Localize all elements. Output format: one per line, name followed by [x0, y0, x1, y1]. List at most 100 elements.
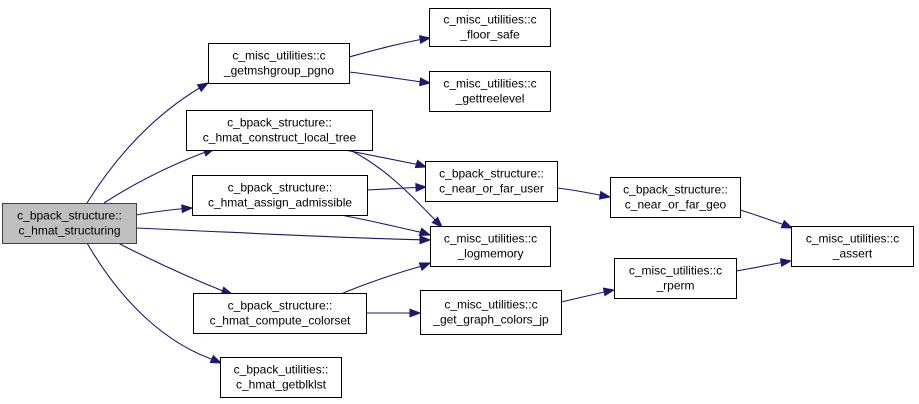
edge-root-to-logm: [135, 227, 432, 245]
node-label-line: _floor_safe: [459, 28, 520, 42]
node-ggc[interactable]: c_misc_utilities::c_get_graph_colors_jp: [420, 290, 562, 335]
arrowhead-icon: [414, 159, 428, 169]
node-label-line: c_bpack_utilities::: [234, 363, 329, 377]
node-label-line: c_bpack_structure::: [439, 167, 544, 181]
node-label-line: c_hmat_assign_admissible: [208, 196, 352, 210]
node-logm[interactable]: c_misc_utilities::c_logmemory: [430, 226, 551, 267]
edge-nfg-to-assert: [739, 209, 794, 229]
arrowhead-icon: [418, 262, 432, 272]
edge-line: [103, 149, 212, 204]
node-label-line: c_bpack_structure::: [17, 209, 122, 223]
node-label-line: _rperm: [655, 279, 694, 293]
edge-haa-to-logm: [339, 214, 432, 237]
edge-root-to-hgb: [86, 242, 223, 364]
edge-line: [342, 263, 430, 294]
edge-nfu-to-nfg: [556, 187, 612, 200]
arrowhead-icon: [419, 77, 432, 87]
node-label-line: _getmshgroup_pgno: [223, 64, 334, 78]
arrowhead-icon: [598, 190, 612, 200]
edge-line: [86, 242, 221, 363]
node-box: [220, 357, 342, 398]
node-box: [193, 293, 367, 334]
node-box: [425, 161, 558, 202]
node-label-line: c_bpack_structure::: [228, 181, 333, 195]
node-box: [192, 175, 368, 216]
arrowhead-icon: [779, 258, 793, 268]
edge-line: [339, 214, 430, 235]
arrowhead-icon: [415, 182, 428, 192]
edge-line: [348, 71, 430, 84]
edge-line: [117, 242, 229, 294]
node-box: [429, 71, 551, 112]
node-haa[interactable]: c_bpack_structure::c_hmat_assign_admissi…: [192, 175, 368, 216]
node-rperm[interactable]: c_misc_utilities::c_rperm: [614, 258, 737, 299]
arrowhead-icon: [418, 227, 432, 237]
node-label-line: c_near_or_far_user: [439, 182, 544, 196]
node-label-line: c_bpack_structure::: [623, 183, 728, 197]
node-assert[interactable]: c_misc_utilities::c_assert: [791, 226, 914, 267]
edge-hcc-to-ggc: [366, 308, 422, 318]
node-label-line: c_hmat_getblklst: [236, 378, 327, 392]
node-label-line: c_misc_utilities::c: [443, 77, 536, 91]
node-label-line: _gettreelevel: [455, 92, 525, 106]
node-label-line: c_misc_utilities::c: [444, 298, 537, 312]
edge-line: [348, 37, 430, 58]
arrowhead-icon: [602, 287, 616, 297]
edge-root-to-gmg: [86, 82, 210, 204]
node-label-line: c_misc_utilities::c: [806, 232, 899, 246]
node-floor[interactable]: c_misc_utilities::c_floor_safe: [429, 8, 551, 47]
node-label-line: _logmemory: [456, 247, 523, 261]
edge-line: [86, 82, 209, 204]
edge-hclt-to-nfu: [344, 149, 428, 169]
arrowhead-icon: [780, 219, 794, 229]
node-box: [2, 203, 137, 244]
node-hgb[interactable]: c_bpack_utilities::c_hmat_getblklst: [220, 357, 342, 398]
node-box: [791, 226, 914, 267]
edge-root-to-haa: [135, 204, 194, 216]
node-label-line: c_misc_utilities::c: [232, 49, 325, 63]
node-gtl[interactable]: c_misc_utilities::c_gettreelevel: [429, 71, 551, 112]
edge-hcc-to-logm: [342, 262, 432, 294]
node-label-line: _assert: [832, 247, 873, 261]
arrowhead-icon: [419, 235, 432, 245]
node-label-line: c_misc_utilities::c: [444, 232, 537, 246]
arrowhead-icon: [418, 35, 432, 45]
node-box: [420, 290, 562, 335]
arrowhead-icon: [181, 204, 194, 214]
edge-root-to-hcc: [117, 242, 234, 295]
edge-ggc-to-rperm: [560, 287, 616, 303]
node-box: [430, 226, 551, 267]
arrowhead-icon: [209, 354, 223, 364]
nodes-layer: c_bpack_structure::c_hmat_structuringc_m…: [2, 8, 914, 398]
edge-gmg-to-floor: [348, 35, 432, 58]
node-gmg[interactable]: c_misc_utilities::c_getmshgroup_pgno: [208, 43, 350, 84]
edge-rperm-to-assert: [735, 258, 793, 272]
edge-gmg-to-gtl: [348, 71, 432, 87]
arrowhead-icon: [196, 82, 210, 93]
node-box: [610, 177, 741, 218]
edge-line: [135, 227, 429, 241]
node-box: [614, 258, 737, 299]
node-label-line: _get_graph_colors_jp: [432, 313, 549, 327]
node-label-line: c_hmat_compute_colorset: [210, 314, 351, 328]
node-label-line: c_hmat_construct_local_tree: [203, 131, 357, 145]
node-box: [429, 8, 551, 47]
edge-line: [349, 149, 441, 226]
node-label-line: c_near_or_far_geo: [625, 198, 727, 212]
edge-line: [344, 149, 426, 167]
node-hclt[interactable]: c_bpack_structure::c_hmat_construct_loca…: [186, 110, 373, 151]
node-box: [186, 110, 373, 151]
node-nfg[interactable]: c_bpack_structure::c_near_or_far_geo: [610, 177, 741, 218]
node-box: [208, 43, 350, 84]
node-label-line: c_misc_utilities::c: [629, 264, 722, 278]
node-hcc[interactable]: c_bpack_structure::c_hmat_compute_colors…: [193, 293, 367, 334]
edge-haa-to-nfu: [366, 182, 428, 192]
arrowhead-icon: [431, 216, 443, 229]
arrowhead-icon: [409, 308, 422, 318]
node-nfu[interactable]: c_bpack_structure::c_near_or_far_user: [425, 161, 558, 202]
node-label-line: c_bpack_structure::: [227, 116, 332, 130]
node-root: c_bpack_structure::c_hmat_structuring: [2, 203, 137, 244]
node-label-line: c_hmat_structuring: [18, 224, 120, 238]
node-label-line: c_misc_utilities::c: [443, 13, 536, 27]
